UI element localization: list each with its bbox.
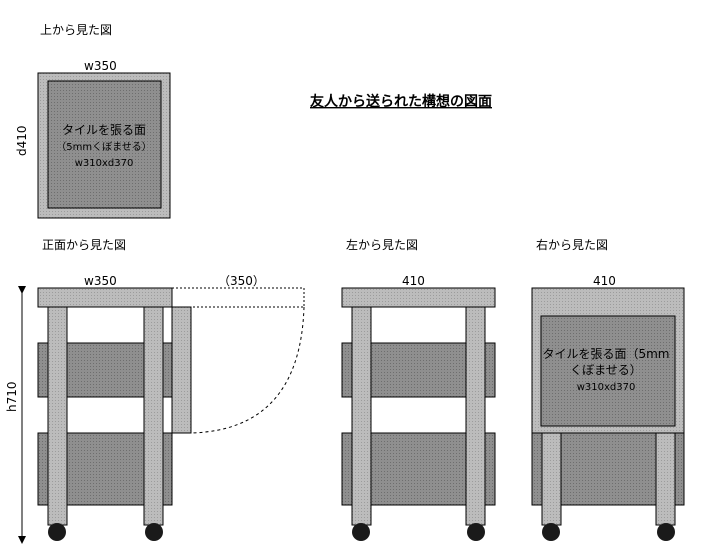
left-view-back-wheel: [467, 523, 485, 541]
folding-arc: [190, 306, 305, 434]
front-view-heading: 正面から見た図: [42, 238, 126, 252]
right-view-width-label: 410: [593, 274, 616, 288]
right-view-front-wheel: [542, 523, 560, 541]
right-view: 右から見た図 410 タイルを張る面（5mm くぼませる） w310xd370: [531, 237, 685, 541]
top-view-tile-text-3: w310xd370: [75, 158, 134, 169]
right-view-heading: 右から見た図: [536, 237, 608, 252]
top-view-tile-text-2: （5mmくぼませる）: [56, 141, 152, 153]
front-view-right-leg: [143, 306, 164, 526]
left-view-front-leg: [351, 306, 372, 526]
right-view-back-wheel: [657, 523, 675, 541]
top-view: 上から見た図 w350 d410 タイルを張る面 （5mmくぼませる） w310…: [15, 23, 171, 219]
left-view-front-wheel: [352, 523, 370, 541]
front-view-top-board: [37, 287, 173, 308]
front-view-left-leg: [47, 306, 68, 526]
right-view-tile-text-1: タイルを張る面（5mm: [542, 347, 669, 361]
top-view-heading: 上から見た図: [40, 23, 112, 37]
front-view-width-label: w350: [84, 274, 117, 288]
right-view-front-leg: [541, 432, 562, 526]
right-view-tile-area: [540, 315, 676, 427]
top-view-tile-area: [47, 80, 162, 209]
left-view-back-leg: [465, 306, 486, 526]
drawing-title: 友人から送られた構想の図面: [310, 93, 492, 110]
top-view-depth-label: d410: [15, 125, 29, 156]
folding-flap: [171, 306, 192, 434]
front-view-right-wheel: [145, 523, 163, 541]
front-view-extension-label: （350）: [218, 274, 265, 288]
left-view: 左から見た図 410: [341, 237, 496, 541]
top-view-tile-text-1: タイルを張る面: [62, 123, 146, 137]
folding-extension-outline: [171, 287, 305, 308]
front-view-height-label: h710: [5, 381, 19, 412]
left-view-top-board: [341, 287, 496, 308]
right-view-tile-text-2: くぼませる）: [570, 363, 642, 377]
left-view-width-label: 410: [402, 274, 425, 288]
right-view-tile-text-3: w310xd370: [577, 382, 636, 393]
front-view: 正面から見た図 w350 （350） h710: [5, 238, 305, 544]
top-view-width-label: w350: [84, 59, 117, 73]
right-view-back-leg: [655, 432, 676, 526]
left-view-heading: 左から見た図: [346, 237, 418, 252]
front-view-left-wheel: [48, 523, 66, 541]
